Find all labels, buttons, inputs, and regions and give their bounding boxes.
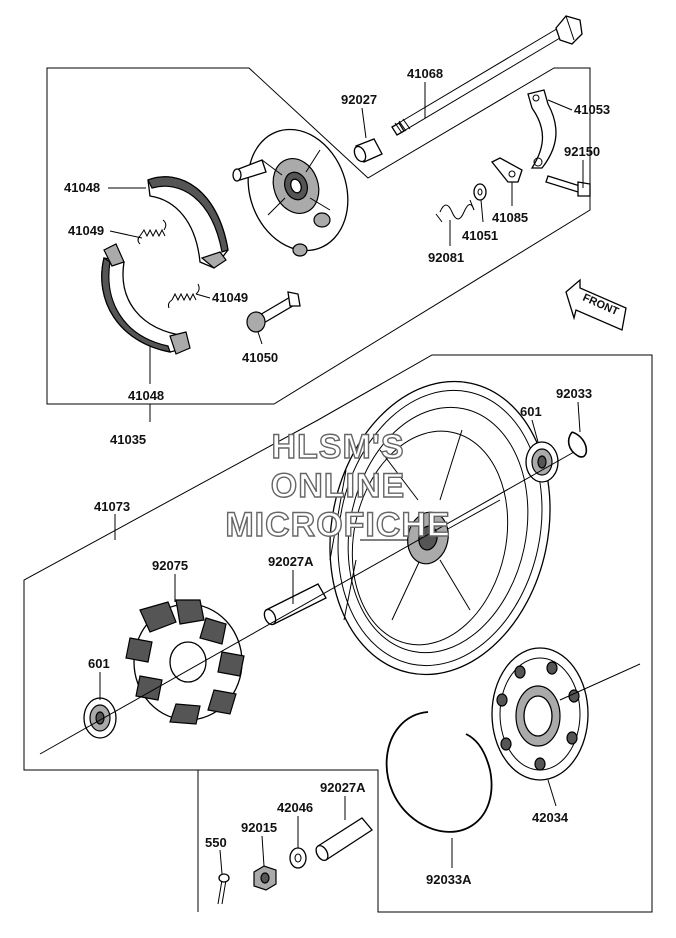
brake-assembly-frame [46, 67, 591, 405]
label-601-right: 601 [520, 404, 542, 419]
label-41035: 41035 [110, 432, 146, 447]
label-550: 550 [205, 835, 227, 850]
fastener-frame [197, 769, 378, 912]
label-92150: 92150 [564, 144, 600, 159]
sprocket-42034 [491, 647, 589, 781]
watermark-line-1: HLSM'S [271, 428, 404, 466]
label-92033A: 92033A [426, 872, 472, 887]
indicator-41085 [490, 157, 523, 183]
label-41085: 41085 [492, 210, 528, 225]
label-41049-bottom: 41049 [212, 290, 248, 305]
brake-lever-41053 [527, 89, 557, 169]
brake-shoe-lower [101, 243, 191, 355]
spring-92081 [435, 199, 475, 223]
leader-lines [39, 82, 641, 875]
label-92075: 92075 [152, 558, 188, 573]
damper-92075 [125, 599, 245, 725]
label-41051: 41051 [462, 228, 498, 243]
label-601-left: 601 [88, 656, 110, 671]
label-41053: 41053 [574, 102, 610, 117]
circlip-92033 [567, 431, 588, 458]
washer-41051-hole [477, 188, 483, 196]
collar-92027 [353, 138, 383, 163]
washer-41051 [473, 183, 487, 201]
circlip-92033A [385, 711, 493, 833]
collar-92027A-mid [263, 583, 327, 626]
front-direction-arrow: FRONT [565, 278, 627, 331]
label-41050: 41050 [242, 350, 278, 365]
label-42034: 42034 [532, 810, 569, 825]
label-92027: 92027 [341, 92, 377, 107]
label-92081: 92081 [428, 250, 464, 265]
label-41048-top: 41048 [64, 180, 100, 195]
label-42046: 42046 [277, 800, 313, 815]
bearing-601-right [525, 441, 559, 483]
brake-shoe-upper [147, 176, 229, 269]
bearing-601-left [83, 697, 117, 739]
label-92027A-mid: 92027A [268, 554, 314, 569]
spring-41049-lower [167, 283, 200, 309]
washer-42046 [289, 847, 307, 869]
label-41073: 41073 [94, 499, 130, 514]
label-92015: 92015 [241, 820, 277, 835]
label-41048-bottom: 41048 [128, 388, 164, 403]
part-labels: 41068 92027 41053 92150 41048 41049 4104… [64, 66, 610, 887]
label-92033: 92033 [556, 386, 592, 401]
watermark-line-2: ONLINE [271, 467, 405, 505]
label-41049-top: 41049 [68, 223, 104, 238]
spring-41049-upper [137, 219, 167, 245]
watermark: HLSM'S ONLINE MICROFICHE [225, 427, 451, 544]
nut-92015 [253, 865, 277, 891]
collar-92027A-low [315, 817, 373, 862]
brake-cam-41050 [246, 291, 301, 333]
cotter-pin-550 [217, 873, 230, 905]
brake-panel [232, 128, 349, 257]
label-41068: 41068 [407, 66, 443, 81]
bolt-92150 [545, 175, 591, 197]
wheel-assembly-frame [23, 354, 653, 913]
watermark-line-3: MICROFICHE [225, 506, 450, 544]
axle-41068 [391, 15, 583, 136]
label-92027A-low: 92027A [320, 780, 366, 795]
